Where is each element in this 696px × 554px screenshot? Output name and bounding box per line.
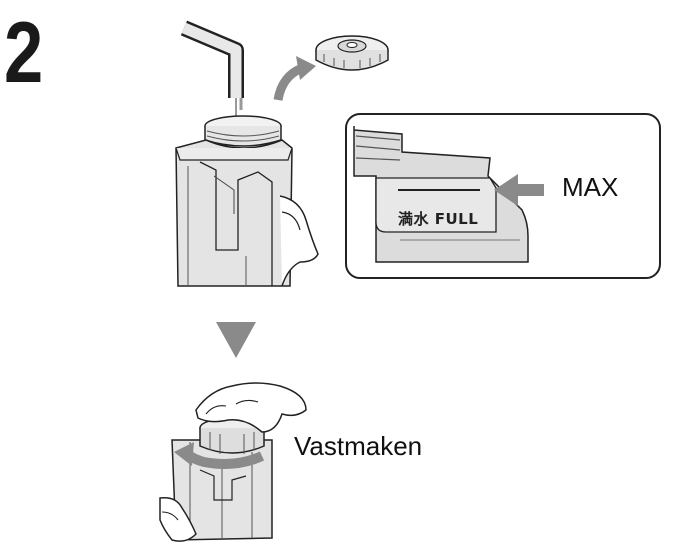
- water-pipe-icon: [180, 20, 244, 124]
- cap-icon: [315, 35, 389, 71]
- pointer-arrow-icon: [494, 174, 544, 206]
- fasten-label: Vastmaken: [294, 431, 423, 461]
- fastening-illustration: [159, 382, 307, 542]
- max-label: MAX: [562, 172, 619, 202]
- full-marking-label: 満水 FULL: [398, 210, 479, 228]
- step-number: 2: [4, 5, 44, 101]
- down-triangle-icon: [216, 322, 256, 358]
- curved-arrow-icon: [273, 56, 316, 101]
- water-tank: [175, 115, 319, 287]
- rotate-arrow-icon: [174, 442, 265, 469]
